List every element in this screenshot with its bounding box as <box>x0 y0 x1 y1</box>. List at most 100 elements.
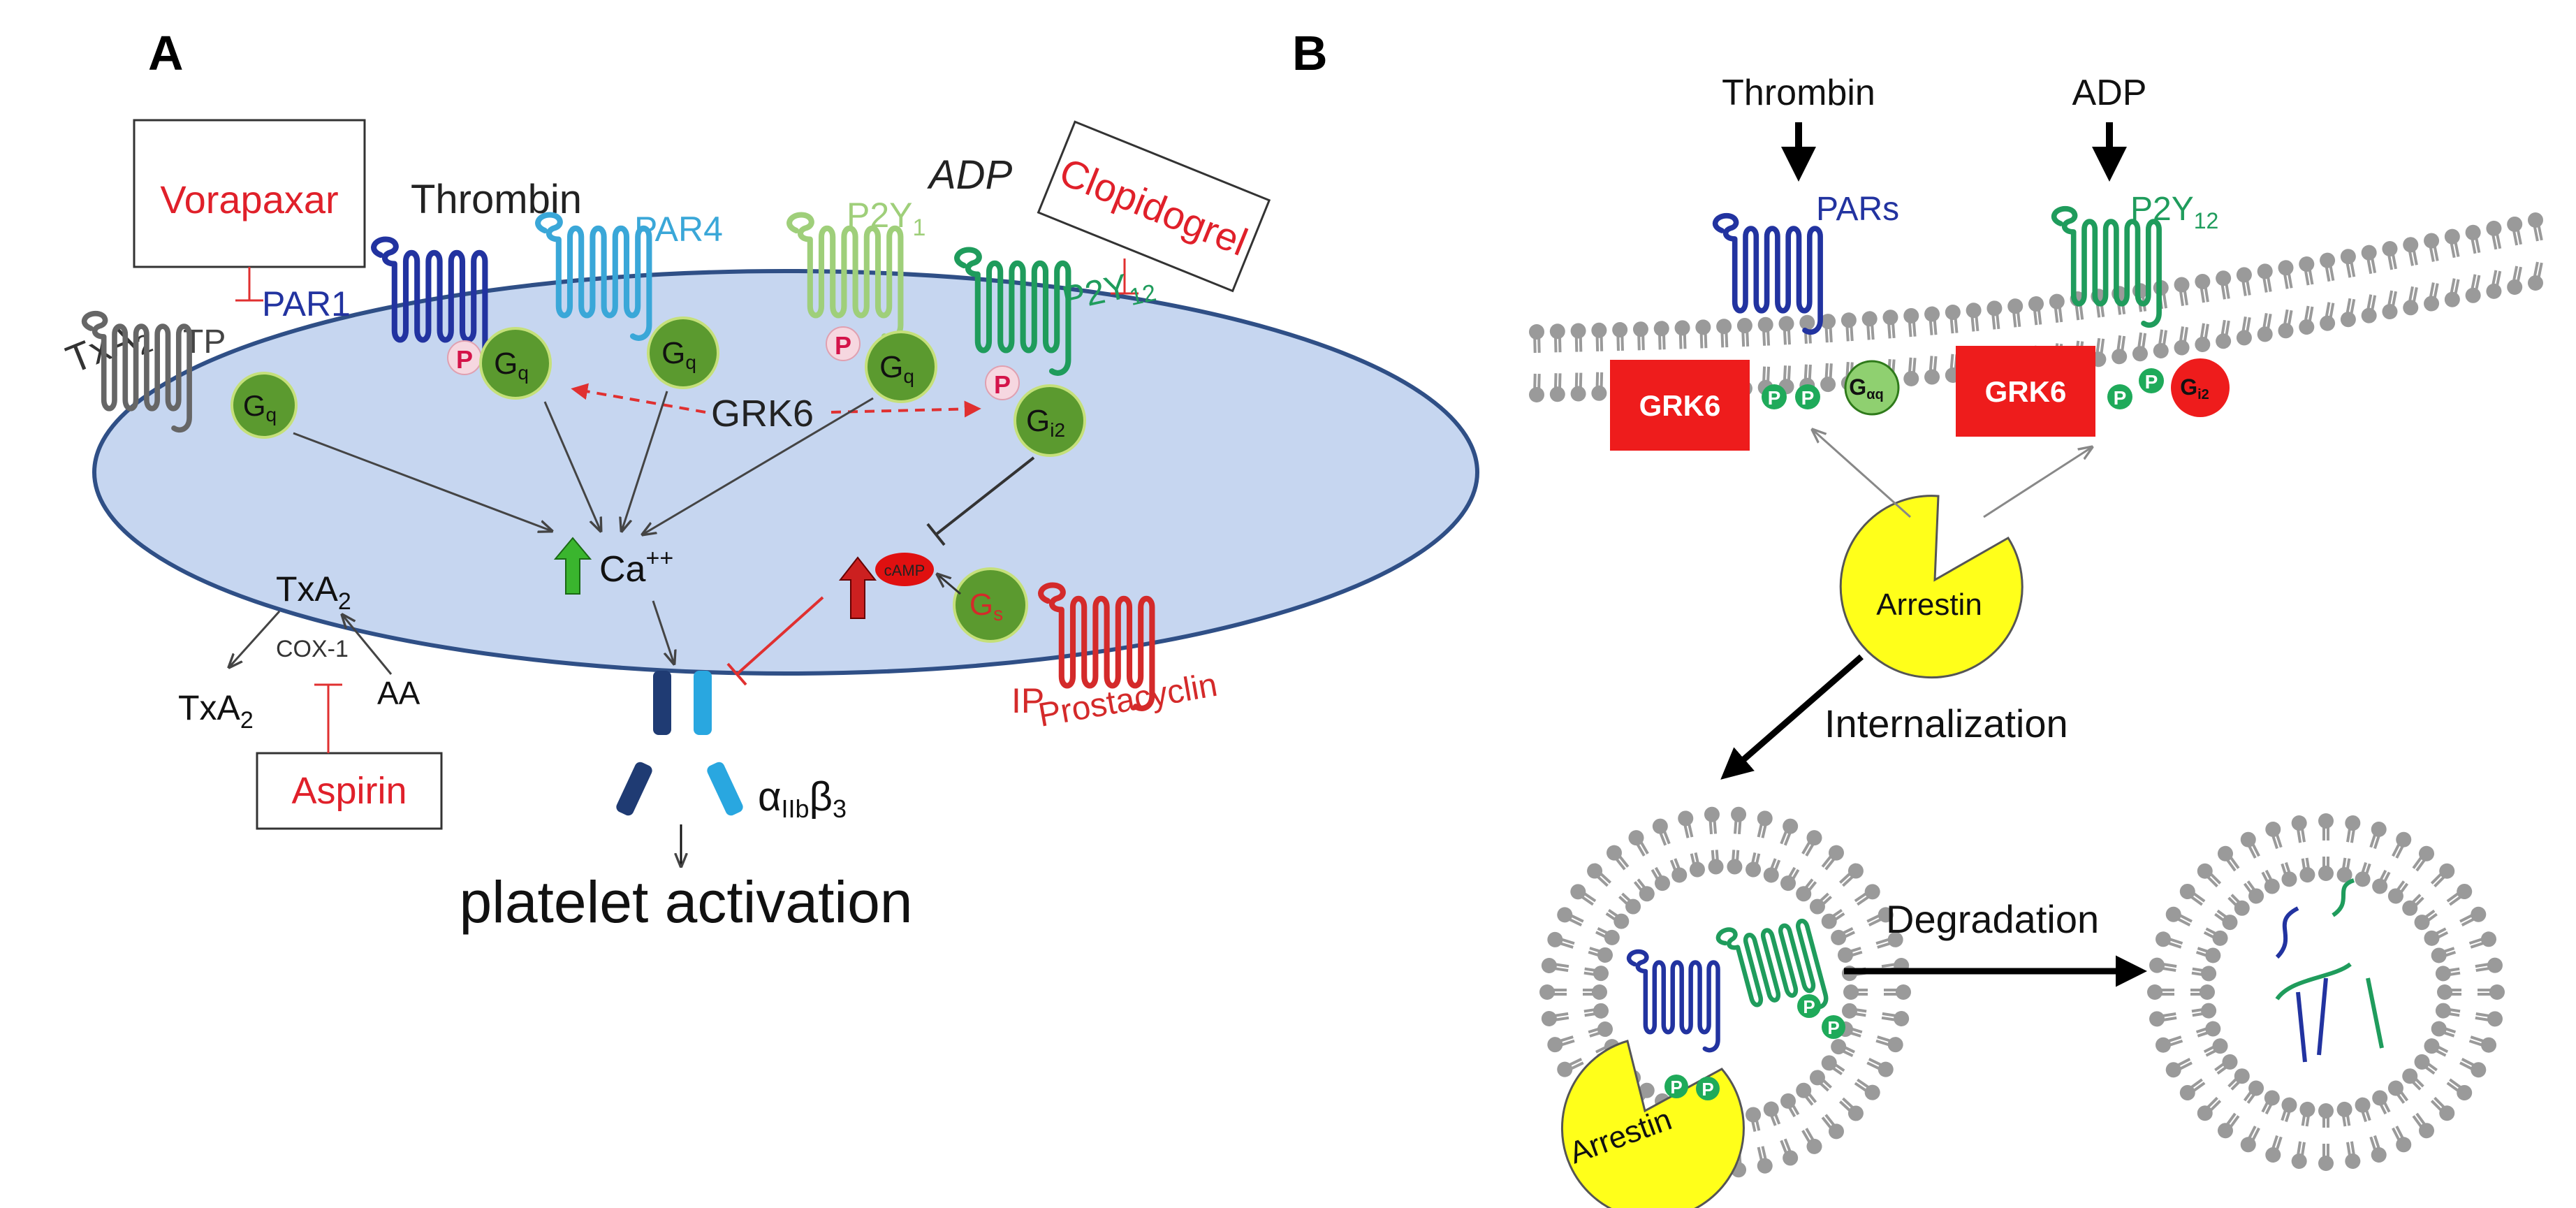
arrestin-to-pars-arrow <box>1813 430 1911 518</box>
txa2-ligand-label: TxA2 <box>60 309 157 387</box>
grk6-to-par1-arrow <box>571 383 706 414</box>
gq-tp: Gq <box>230 372 298 439</box>
panel-b-letter: B <box>1292 26 1328 80</box>
gq-par4: Gq <box>647 316 719 389</box>
grk6-box-pars <box>1610 360 1750 451</box>
txa2-release-arrow <box>229 610 281 667</box>
adp-label-a: ADP <box>927 152 1013 198</box>
phospho-p2y12-2: P <box>2139 368 2164 393</box>
svg-text:P: P <box>835 331 851 360</box>
svg-text:P: P <box>2114 387 2127 409</box>
svg-text:P: P <box>1827 1017 1839 1038</box>
phospho-p2y12: P <box>985 365 1020 400</box>
gi2-inhibits-camp <box>926 456 1035 546</box>
vorapaxar-box <box>133 119 366 268</box>
gq-par1: Gq <box>479 327 552 400</box>
svg-text:P: P <box>2145 371 2158 393</box>
svg-text:P: P <box>1670 1077 1682 1098</box>
txa2-released-label: TxA2 <box>178 688 254 734</box>
svg-text:P: P <box>456 345 473 374</box>
gs-to-camp-arrow <box>937 574 961 595</box>
phospho-pars-2: P <box>1795 384 1820 409</box>
arrestin-free <box>1839 495 2024 679</box>
gq-p2y1-to-ca-arrow <box>643 397 874 534</box>
pars-fragments <box>2275 906 2328 1063</box>
svg-text:Gq: Gq <box>494 347 529 384</box>
phospho-p2y1: P <box>826 326 861 361</box>
grk6-label-pars: GRK6 <box>1639 389 1721 422</box>
arrestin-to-p2y12-arrow <box>1983 447 2092 518</box>
pars-receptor-internalized <box>1629 952 1718 1050</box>
panel-a: A Vorapaxar Clopidogrel Aspirin Thrombin… <box>60 26 1479 935</box>
camp-up-arrow <box>838 556 877 619</box>
platelet-membrane <box>92 269 1479 676</box>
lysosome-vesicle <box>2147 813 2505 1171</box>
arrestin-label-free: Arrestin <box>1876 588 1982 622</box>
aspirin-inhibit-line <box>314 683 342 753</box>
gi2-p2y12: Gi2 <box>1013 384 1086 457</box>
phospho-pars-1: P <box>1762 384 1787 409</box>
pars-label: PARs <box>1816 191 1899 228</box>
svg-text:Gq: Gq <box>243 389 277 425</box>
grk6-box-p2y12 <box>1956 346 2095 437</box>
clopidogrel-box <box>1037 120 1271 293</box>
gs-ip: Gs <box>953 567 1028 643</box>
gq-par4-to-ca-arrow <box>622 391 668 531</box>
vorapaxar-label: Vorapaxar <box>160 177 338 221</box>
grk6-label-p2y12: GRK6 <box>1985 375 2067 408</box>
gq-par1-to-ca-arrow <box>543 401 601 531</box>
svg-text:Gi2: Gi2 <box>2180 374 2209 402</box>
g-alpha-q-b: Gαq <box>1844 360 1900 416</box>
ca-up-arrow <box>553 537 592 595</box>
integrin-label: αIIbβ3 <box>758 774 847 823</box>
cox1-label: COX-1 <box>276 636 349 662</box>
camp-oval <box>875 553 934 586</box>
platelet-activation-label: platelet activation <box>459 869 912 935</box>
calcium-label: Ca++ <box>599 545 673 590</box>
svg-text:Gs: Gs <box>969 588 1003 625</box>
p2y12-fragments <box>2275 878 2384 1049</box>
phospho-int-2: P <box>1822 1015 1845 1039</box>
svg-text:Gq: Gq <box>661 336 696 373</box>
svg-text:P: P <box>1702 1079 1713 1100</box>
degradation-label: Degradation <box>1886 897 2099 941</box>
svg-text:P: P <box>1803 996 1815 1017</box>
par1-label: PAR1 <box>262 284 351 323</box>
txa2-intracellular-label: TxA2 <box>276 569 351 615</box>
svg-text:P: P <box>1801 387 1815 409</box>
clopidogrel-box-group: Clopidogrel <box>1037 120 1271 293</box>
adp-label-b: ADP <box>2072 73 2147 113</box>
svg-text:P: P <box>994 370 1011 399</box>
p2y1-label: P2Y1 <box>847 196 925 241</box>
ca-to-integrin-arrow <box>652 600 674 664</box>
pars-receptor-b <box>1715 216 1820 333</box>
vorapaxar-inhibit-line <box>235 267 263 302</box>
svg-text:P: P <box>1768 387 1781 409</box>
ip-label: IP <box>1011 681 1044 720</box>
aspirin-box <box>256 752 443 830</box>
svg-text:Gq: Gq <box>879 350 914 387</box>
internalization-arrow <box>1720 654 1864 780</box>
phospho-arrestin-1: P <box>1664 1075 1688 1098</box>
svg-text:Gi2: Gi2 <box>1026 404 1065 441</box>
panel-a-letter: A <box>148 26 184 80</box>
camp-label: cAMP <box>884 562 925 579</box>
aa-to-txa2-arrow <box>342 615 393 675</box>
integrin-alpha-iib-beta3 <box>616 671 743 816</box>
panel-b: B Thrombin ADP PARs P2Y12 GRK6 GRK6 P P … <box>1292 26 2543 1208</box>
p2y12-label-b: P2Y12 <box>2130 191 2218 233</box>
clopidogrel-inhibit-line <box>1111 259 1139 295</box>
aa-label: AA <box>377 675 420 711</box>
g-i2-b: Gi2 <box>2171 358 2230 417</box>
phospho-p2y12-1: P <box>2107 384 2132 409</box>
gq-p2y1: Gq <box>865 330 937 403</box>
grk6-to-p2y12-arrow <box>830 400 981 418</box>
thrombin-label-b: Thrombin <box>1722 73 1875 113</box>
internalization-label: Internalization <box>1824 701 2068 745</box>
gq-tp-to-ca-arrow <box>293 432 552 531</box>
svg-text:Gαq: Gαq <box>1849 374 1883 402</box>
aspirin-label: Aspirin <box>291 770 407 812</box>
phospho-int-1: P <box>1797 994 1821 1018</box>
phospho-par1: P <box>447 340 482 375</box>
